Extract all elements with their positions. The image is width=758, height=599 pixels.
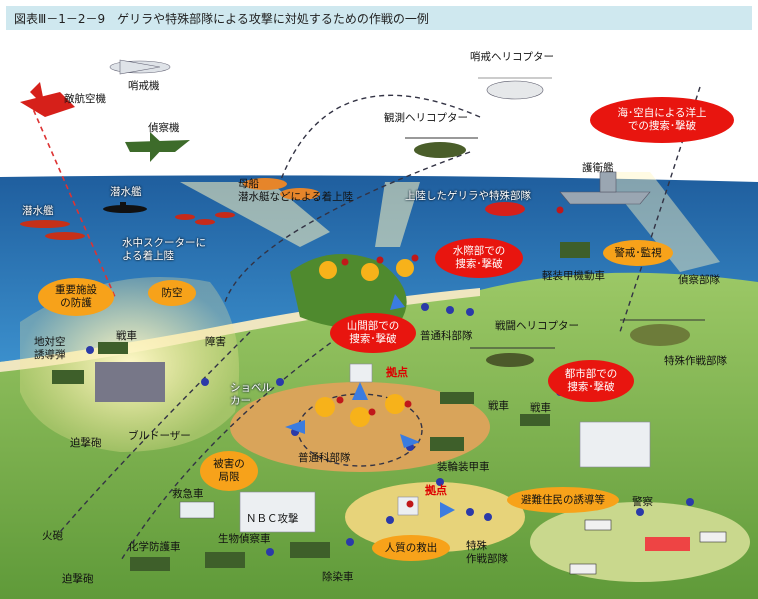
- label-chem-vehicle: 化学防護車: [128, 541, 181, 553]
- escort-ship: [559, 171, 651, 205]
- label-mothership: 母船 潜水艇などによる着上陸: [238, 178, 354, 203]
- bubble-key-facility: 重要施設 の防護: [38, 278, 114, 316]
- label-infantry-1: 普通科部隊: [420, 330, 473, 342]
- recon-aircraft: [125, 132, 190, 162]
- patrol-heli: [478, 77, 552, 100]
- label-scooter: 水中スクーターに よる着上陸: [122, 237, 206, 262]
- dashed-track-2: [279, 94, 481, 183]
- spotlight-1: [180, 182, 330, 247]
- label-base-1: 拠点: [386, 366, 408, 379]
- town-buildings: [239, 363, 651, 533]
- ambulance-vehicle: [179, 501, 215, 519]
- bubble-air-defense: 防空: [148, 280, 196, 306]
- label-mortar-2: 迫撃砲: [62, 573, 94, 585]
- label-base-2: 拠点: [425, 484, 447, 497]
- scene-illustration: [0, 59, 758, 599]
- label-special-ops-2: 特殊 作戦部隊: [466, 540, 508, 565]
- explosions: [315, 259, 414, 427]
- submarine-2: [20, 220, 85, 240]
- assault-arrows: [285, 294, 455, 518]
- landing-raft: [485, 202, 525, 216]
- label-police: 警察: [632, 496, 653, 508]
- police-cars: [569, 519, 727, 575]
- label-patrol-heli: 哨戒ヘリコプター: [470, 51, 554, 63]
- label-observation-heli: 観測ヘリコプター: [384, 112, 468, 124]
- bubble-evacuation: 避難住民の誘導等: [507, 487, 619, 513]
- label-obstacle: 障害: [205, 336, 226, 348]
- submarine-1: [103, 202, 147, 213]
- factory: [95, 362, 165, 402]
- label-bio-recon: 生物偵察車: [218, 533, 271, 545]
- soldiers: [86, 303, 694, 556]
- bubble-sea-air: 海･空自による洋上 での捜索･撃破: [590, 97, 734, 143]
- label-attack-heli: 戦闘ヘリコプター: [495, 320, 579, 332]
- bubble-guard: 警戒･監視: [603, 240, 673, 266]
- label-submarine-2: 潜水艦: [22, 205, 54, 217]
- special-ops-heli: [620, 319, 705, 346]
- label-nbc: ＮＢＣ攻撃: [246, 513, 299, 525]
- label-infantry-2: 普通科部隊: [298, 452, 351, 464]
- label-landed-guerrilla: 上陸したゲリラや特殊部隊: [405, 190, 531, 202]
- patrol-aircraft: [109, 59, 171, 75]
- bubble-hostage: 人質の救出: [372, 535, 450, 561]
- attack-heli: [470, 347, 555, 367]
- label-patrol-aircraft: 哨戒機: [128, 80, 160, 92]
- label-sam: 地対空 誘導弾: [34, 336, 66, 361]
- label-tank-3: 戦車: [530, 402, 551, 414]
- vehicles: [52, 242, 590, 571]
- motherships: [243, 178, 320, 200]
- title-bar: 図表Ⅲ－1－2－9 ゲリラや特殊部隊による攻撃に対処するための作戦の一例: [6, 6, 752, 30]
- bubble-damage: 被害の 局限: [200, 451, 258, 491]
- dashed-track-6: [59, 331, 251, 533]
- spotlight-2: [375, 182, 420, 247]
- label-special-ops-unit: 特殊作戦部隊: [664, 355, 727, 367]
- label-tank-1: 戦車: [116, 330, 137, 342]
- label-decon: 除染車: [322, 571, 354, 583]
- label-recon-aircraft: 偵察機: [148, 122, 180, 134]
- label-recon-unit: 偵察部隊: [678, 274, 720, 286]
- bubble-urban: 都市部での 捜索･撃破: [548, 360, 634, 402]
- label-ambulance: 救急車: [172, 488, 204, 500]
- hostage-area: [345, 482, 525, 552]
- label-escort-ship: 護衛艦: [582, 162, 614, 174]
- label-artillery: 火砲: [42, 530, 63, 542]
- figure-title: 図表Ⅲ－1－2－9 ゲリラや特殊部隊による攻撃に対処するための作戦の一例: [14, 12, 429, 26]
- label-enemy-aircraft: 敵航空機: [64, 93, 106, 105]
- label-apc: 装輪装甲車: [437, 461, 490, 473]
- bubble-mountain: 山間部での 捜索･撃破: [330, 313, 416, 353]
- guerrillas: [336, 206, 564, 508]
- dashed-track-5: [119, 321, 361, 563]
- bus: [645, 537, 690, 551]
- enemy-aircraft: [20, 82, 75, 117]
- label-submarine-1: 潜水艦: [110, 186, 142, 198]
- label-tank-2: 戦車: [488, 400, 509, 412]
- label-lav: 軽装甲機動車: [542, 270, 605, 282]
- observation-heli: [405, 137, 478, 158]
- label-shovel: ショベル カー: [230, 382, 272, 407]
- scooter-divers: [175, 212, 235, 225]
- label-bulldozer: ブルドーザー: [128, 430, 191, 442]
- label-mortar-1: 迫撃砲: [70, 437, 102, 449]
- bubble-coast: 水際部での 捜索･撃破: [435, 238, 523, 278]
- dashed-track-3: [224, 151, 471, 303]
